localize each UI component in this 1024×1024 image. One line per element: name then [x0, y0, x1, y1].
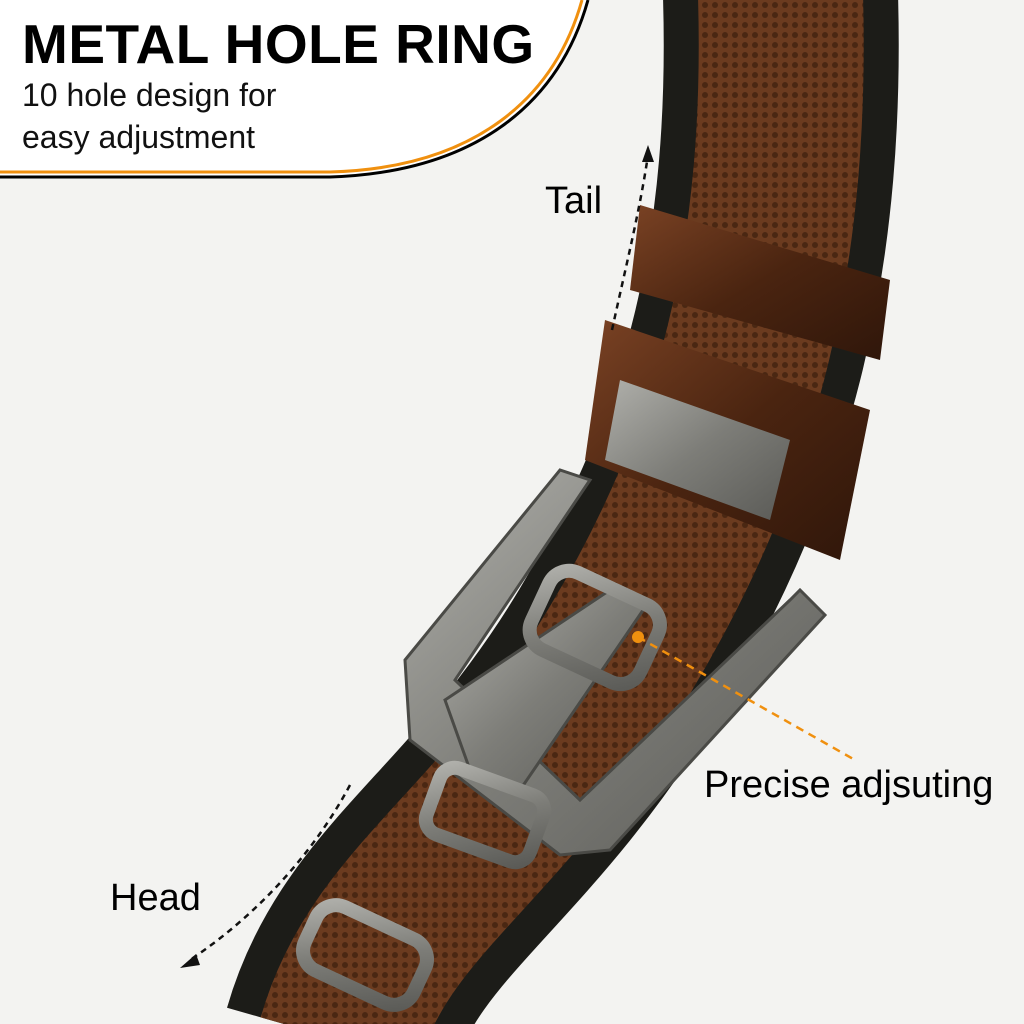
header-panel — [0, 0, 590, 179]
buckle — [403, 468, 828, 870]
tail-arrow — [610, 145, 654, 331]
precise-pointer — [632, 631, 856, 762]
brand-plate — [605, 380, 790, 520]
head-label: Head — [110, 877, 201, 919]
metal-hole-ring — [296, 898, 434, 1012]
page-title: METAL HOLE RING — [22, 13, 535, 75]
precise-adjusting-label: Precise adjsuting — [704, 764, 994, 806]
head-arrow — [180, 784, 352, 968]
subtitle: 10 hole design for easy adjustment — [22, 77, 277, 155]
tail-label: Tail — [545, 180, 603, 222]
belt-strap — [227, 0, 899, 1024]
